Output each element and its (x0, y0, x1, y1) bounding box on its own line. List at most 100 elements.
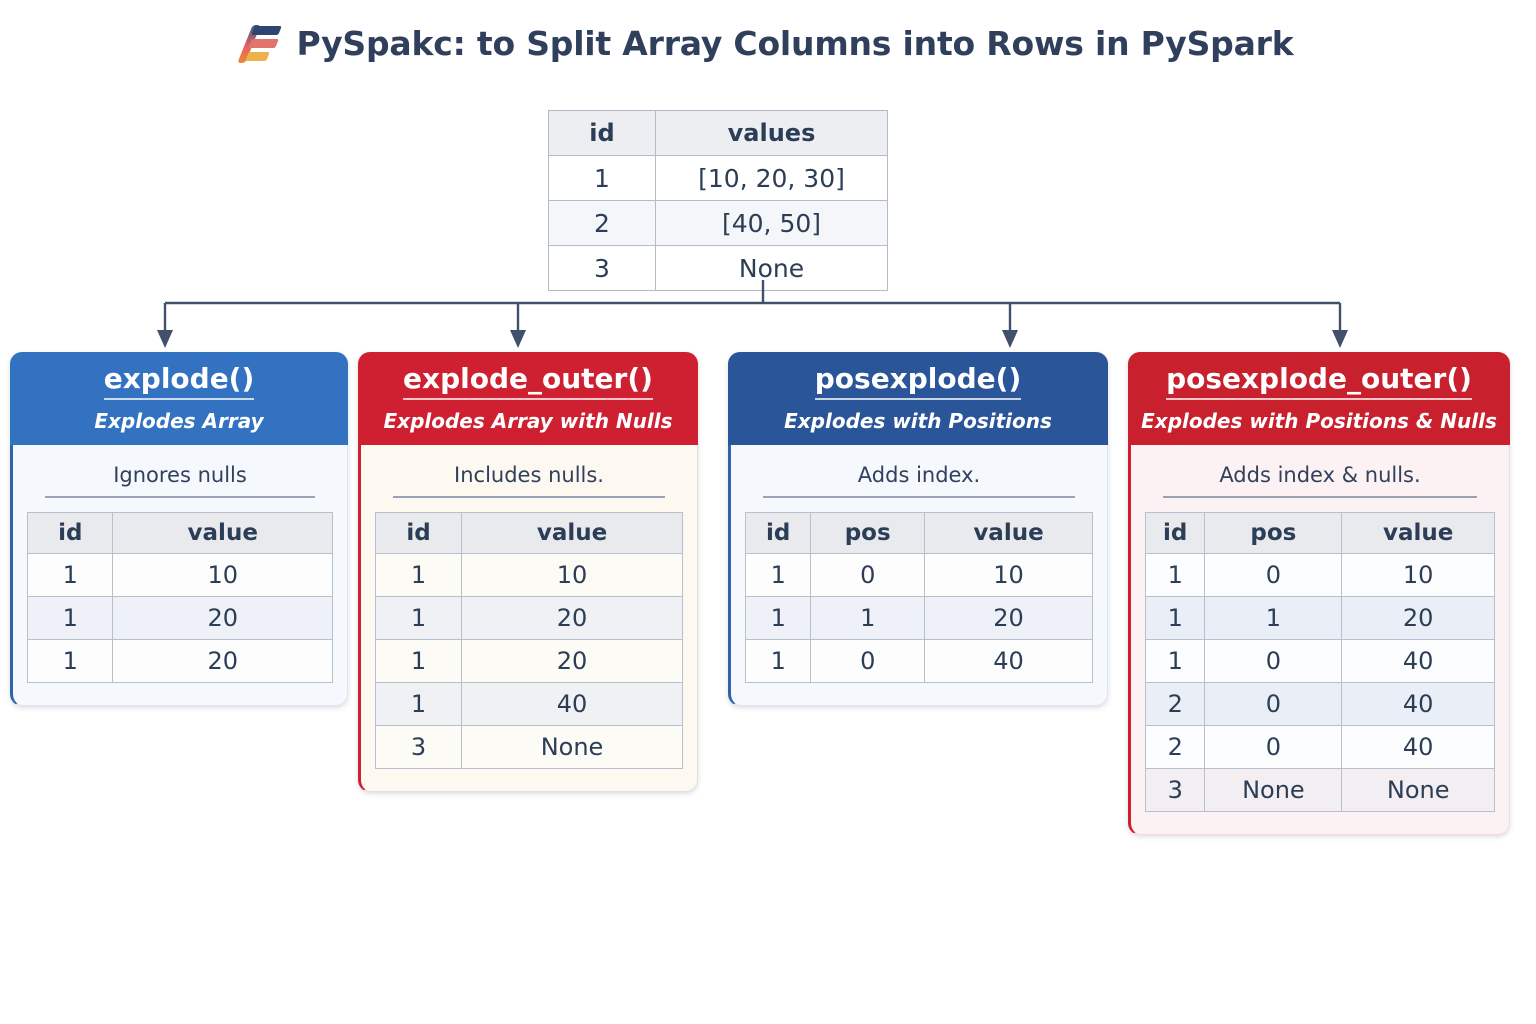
table-cell: 20 (461, 596, 683, 640)
title-divider (378, 90, 1156, 92)
card-note: Includes nulls. (393, 463, 665, 498)
table-cell: 20 (1341, 596, 1495, 640)
table-cell: 40 (924, 639, 1093, 683)
card-posexplode[interactable]: posexplode() Explodes with Positions Add… (728, 352, 1108, 706)
table-cell: 0 (1204, 639, 1343, 683)
table-cell: 1 (744, 596, 812, 640)
table-header-row: id values (548, 110, 888, 156)
card-explode-outer[interactable]: explode_outer() Explodes Array with Null… (358, 352, 698, 792)
table-cell: 1 (374, 553, 463, 597)
table-cell: 40 (1341, 682, 1495, 726)
card-header-posexplode-outer: posexplode_outer() Explodes with Positio… (1128, 352, 1510, 445)
table-cell: 20 (924, 596, 1093, 640)
card-note: Adds index. (763, 463, 1075, 498)
table-cell: 1 (744, 553, 812, 597)
table-cell: 0 (810, 639, 925, 683)
table-cell: 1 (26, 639, 114, 683)
arrowhead-2 (510, 330, 526, 348)
table-cell: 40 (1341, 725, 1495, 769)
table-cell: 10 (112, 553, 333, 597)
table-cell: 10 (924, 553, 1093, 597)
column-header-id: id (374, 512, 463, 554)
pyspark-flame-logo (236, 22, 283, 64)
table-cell: 1 (374, 639, 463, 683)
column-header-id: id (1144, 512, 1206, 554)
table-cell: 1 (374, 682, 463, 726)
column-header-value: value (112, 512, 333, 554)
table-cell: 1 (810, 596, 925, 640)
table-cell: 1 (26, 596, 114, 640)
cell-id: 3 (548, 245, 656, 291)
column-header-value: value (461, 512, 683, 554)
card-explode[interactable]: explode() Explodes Array Ignores nulls i… (10, 352, 348, 706)
table-cell: 0 (1204, 725, 1343, 769)
card-note: Ignores nulls (45, 463, 315, 498)
column-header-pos: pos (810, 512, 925, 554)
card-subtitle: Explodes Array (94, 409, 264, 433)
cell-values: [10, 20, 30] (655, 155, 888, 201)
logo-bar-orange (244, 52, 270, 61)
card-header-explode: explode() Explodes Array (10, 352, 348, 445)
table-cell: 40 (1341, 639, 1495, 683)
card-subtitle: Explodes with Positions (784, 409, 1052, 433)
table-cell: 0 (1204, 682, 1343, 726)
table-cell: 10 (1341, 553, 1495, 597)
cell-id: 1 (548, 155, 656, 201)
column-header-id: id (548, 110, 656, 156)
table-cell: 2 (1144, 682, 1206, 726)
cell-values: None (655, 245, 888, 291)
table-cell: 1 (26, 553, 114, 597)
logo-bar-navy (250, 26, 282, 35)
card-posexplode-outer[interactable]: posexplode_outer() Explodes with Positio… (1128, 352, 1510, 835)
table-cell: 3 (374, 725, 463, 769)
logo-bar-red (247, 39, 279, 48)
table-cell: 1 (744, 639, 812, 683)
card-title: posexplode_outer() (1166, 362, 1472, 400)
table-cell: 0 (1204, 553, 1343, 597)
table-cell: 1 (1144, 553, 1206, 597)
table-cell: None (1341, 768, 1495, 812)
column-header-id: id (744, 512, 812, 554)
page-title: PySpakc: to Split Array Columns into Row… (296, 23, 1294, 63)
table-cell: 1 (1144, 596, 1206, 640)
column-header-pos: pos (1204, 512, 1343, 554)
table-cell: 1 (374, 596, 463, 640)
card-title: posexplode() (814, 362, 1022, 400)
column-header-id: id (26, 512, 114, 554)
table-cell: None (1204, 768, 1343, 812)
card-subtitle: Explodes Array with Nulls (383, 409, 673, 433)
column-header-value: value (924, 512, 1093, 554)
card-note: Adds index & nulls. (1163, 463, 1477, 498)
arrowhead-4 (1332, 330, 1348, 348)
card-header-explode-outer: explode_outer() Explodes Array with Null… (358, 352, 698, 445)
table-cell: 10 (461, 553, 683, 597)
table-cell: 20 (461, 639, 683, 683)
page-header: PySpakc: to Split Array Columns into Row… (0, 22, 1536, 64)
